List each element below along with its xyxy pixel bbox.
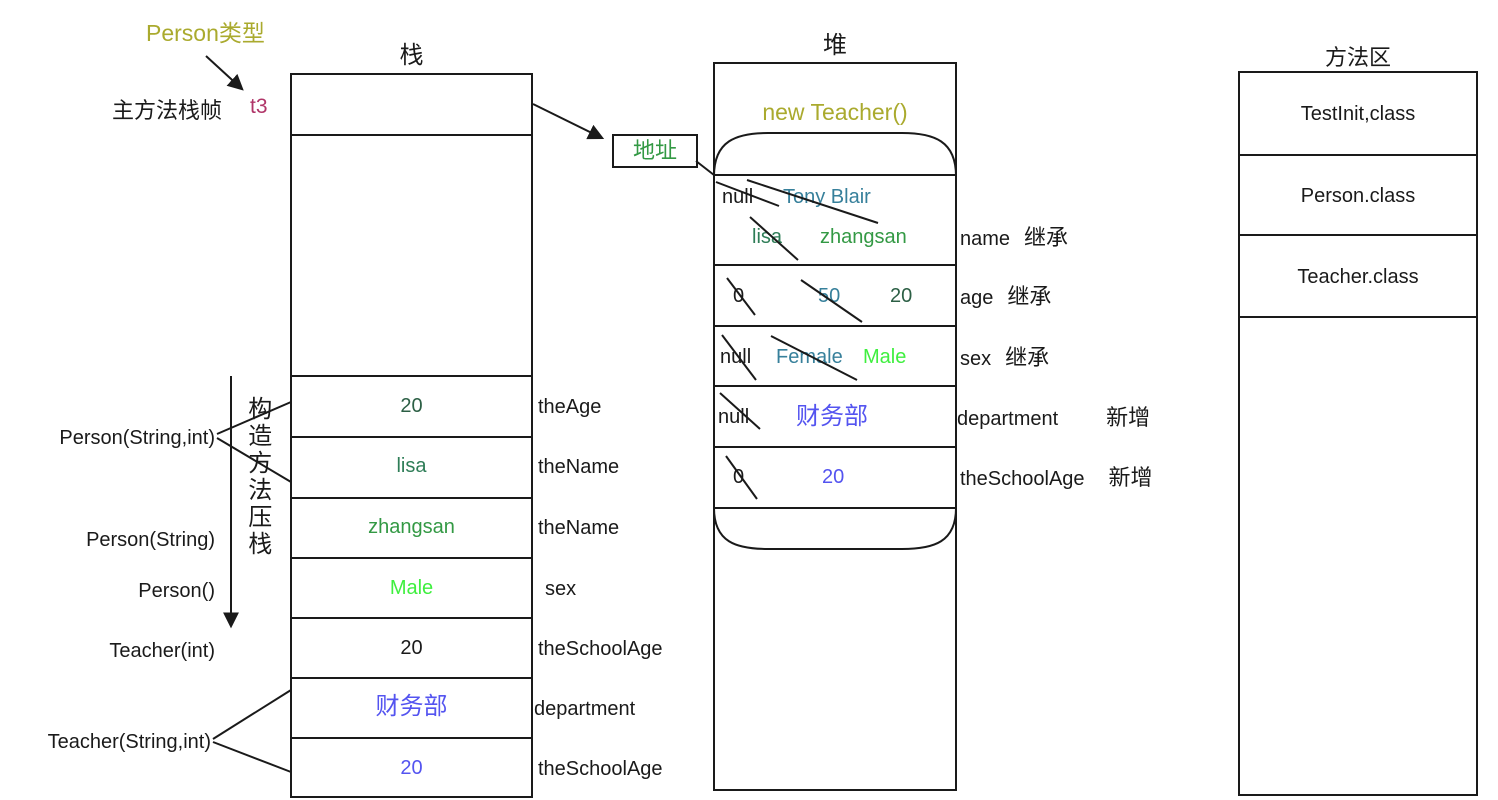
stack-var-label: department [534, 698, 636, 720]
stack-value: zhangsan [368, 516, 455, 538]
heap-value-old: null [718, 406, 750, 428]
stack-var-label: theSchoolAge [538, 638, 663, 660]
field-tag: 继承 [1007, 284, 1052, 309]
method-area-class: TestInit,class [1300, 103, 1416, 125]
heap-value-old: Tony Blair [783, 186, 871, 208]
constructor-label: Person(String,int) [59, 427, 215, 449]
stack-var-label: sex [545, 578, 577, 600]
constructor-label: Person() [138, 580, 215, 602]
heap-value-old: 50 [818, 285, 841, 307]
heap-value-old: lisa [752, 226, 783, 248]
field-name: age [960, 287, 994, 309]
heap-value-old: 0 [733, 466, 745, 488]
heap-object-header: new Teacher() [762, 99, 908, 125]
heap-value-current: 20 [890, 285, 913, 307]
heap-title: 堆 [823, 32, 847, 59]
method-area-box [1238, 71, 1478, 796]
field-tag: 新增 [1108, 465, 1153, 490]
heap-field-label: theSchoolAge 新增 [960, 465, 1153, 491]
heap-field-label: department 新增 [957, 405, 1150, 431]
heap-value-current: 财务部 [796, 403, 868, 430]
stack-value: Male [389, 577, 434, 599]
stack-to-address-arrow [532, 103, 605, 140]
field-name: name [960, 228, 1011, 250]
stack-value: 20 [400, 757, 423, 779]
field-tag: 继承 [1024, 225, 1069, 250]
constructor-label: Teacher(int) [109, 640, 215, 662]
heap-field-label: sex 继承 [960, 345, 1049, 371]
stack-var-label: theSchoolAge [538, 758, 663, 780]
t3-reference-label: t3 [250, 95, 268, 118]
heap-value-old: 0 [733, 285, 745, 307]
person-type-label: Person类型 [146, 20, 265, 46]
field-name: theSchoolAge [960, 468, 1085, 490]
heap-value-current: 20 [822, 466, 845, 488]
field-tag: 继承 [1005, 345, 1050, 370]
heap-value-old: null [722, 186, 754, 208]
heap-value-current: zhangsan [820, 226, 907, 248]
stack-var-label: theName [538, 517, 620, 539]
heap-field-label: name 继承 [960, 225, 1068, 251]
constructor-label: Person(String) [86, 529, 215, 551]
field-name: department [957, 408, 1059, 430]
method-area-class: Person.class [1300, 185, 1416, 207]
method-area-class: Teacher.class [1297, 266, 1419, 288]
push-stack-caption: 构造方法压栈 [243, 396, 271, 558]
address-to-heap-line [695, 160, 715, 176]
heap-field-label: age 继承 [960, 284, 1051, 310]
address-label: 地址 [632, 138, 677, 163]
stack-value: 财务部 [375, 693, 448, 720]
stack-value: 20 [400, 637, 423, 659]
field-name: sex [960, 348, 992, 370]
stack-box [290, 73, 533, 798]
heap-value-old: null [720, 346, 752, 368]
stack-var-label: theAge [538, 396, 602, 418]
main-frame-label: 主方法栈帧 [112, 98, 223, 123]
heap-value-old: Female [776, 346, 843, 368]
heap-value-current: Male [863, 346, 907, 368]
stack-title: 栈 [399, 42, 424, 69]
stack-value: 20 [400, 395, 423, 417]
stack-value: lisa [396, 455, 427, 477]
constructor-label: Teacher(String,int) [47, 731, 211, 753]
method-area-title: 方法区 [1324, 45, 1391, 70]
stack-var-label: theName [538, 456, 620, 478]
person-type-arrow [205, 55, 244, 91]
field-tag: 新增 [1106, 405, 1151, 430]
